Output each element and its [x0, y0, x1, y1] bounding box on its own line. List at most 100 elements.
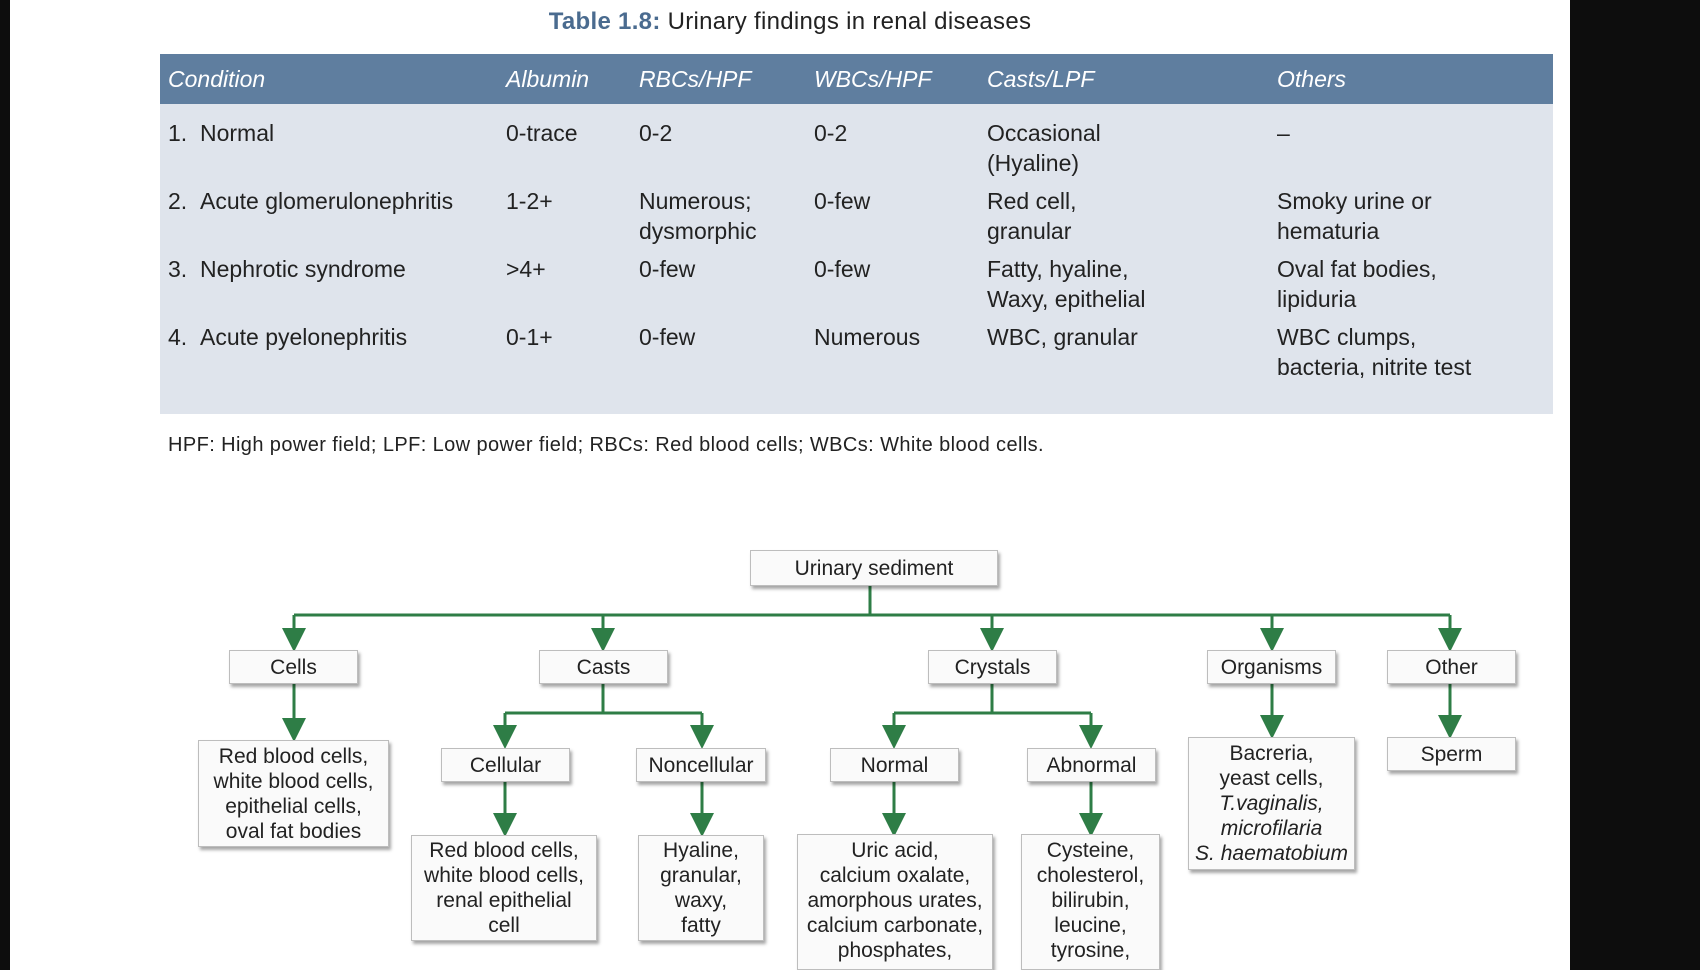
leaf-line: granular, — [660, 864, 742, 887]
node-label: Cells — [270, 655, 317, 679]
node-label: Casts — [576, 655, 631, 679]
leaf-cells: Red blood cells, white blood cells, epit… — [198, 740, 389, 847]
node-other: Other — [1387, 650, 1516, 684]
condition-name: Nephrotic syndrome — [200, 256, 406, 282]
table-header-row: Condition Albumin RBCs/HPF WBCs/HPF Cast… — [160, 54, 1553, 104]
header-condition: Condition — [160, 54, 498, 104]
node-urinary-sediment: Urinary sediment — [750, 550, 998, 586]
table-caption: Table 1.8: Urinary findings in renal dis… — [0, 8, 1580, 36]
leaf-normal-crystals: Uric acid, calcium oxalate, amorphous ur… — [797, 834, 993, 970]
left-frame-bar — [0, 0, 10, 970]
cell-others: WBC clumps, bacteria, nitrite test — [1269, 318, 1553, 386]
table-footnote: HPF: High power field; LPF: Low power fi… — [168, 434, 1045, 456]
table-caption-title: Urinary findings in renal diseases — [667, 8, 1032, 35]
leaf-line: microfilaria — [1220, 817, 1323, 840]
leaf-noncellular: Hyaline, granular, waxy, fatty — [638, 835, 764, 941]
header-casts: Casts/LPF — [979, 54, 1269, 104]
leaf-organisms: Bacreria, yeast cells, T.vaginalis, micr… — [1188, 737, 1355, 870]
leaf-line: calcium carbonate, — [806, 914, 984, 937]
table-row: 2.Acute glomerulonephritis 1-2+ Numerous… — [160, 182, 1553, 250]
leaf-line: Hyaline, — [663, 839, 739, 862]
cell-rbcs: 0-2 — [639, 120, 673, 146]
cell-condition: 1. Normal — [160, 104, 498, 182]
header-wbcs: WBCs/HPF — [806, 54, 979, 104]
condition-name: Normal — [200, 120, 275, 146]
cell-wbcs: 0-2 — [814, 120, 848, 146]
node-noncellular: Noncellular — [636, 748, 766, 782]
header-others: Others — [1269, 54, 1553, 104]
table-row: 4.Acute pyelonephritis 0-1+ 0-few Numero… — [160, 318, 1553, 386]
leaf-line: bilirubin, — [1051, 889, 1130, 912]
casts-line: Waxy, epithelial — [987, 286, 1146, 312]
leaf-line: Uric acid, — [851, 839, 939, 862]
node-label: Normal — [860, 753, 929, 777]
condition-name: Acute glomerulonephritis — [200, 188, 454, 214]
leaf-line: white blood cells, — [424, 864, 584, 887]
leaf-line: epithelial cells, — [225, 794, 362, 818]
leaf-line: phosphates, — [837, 939, 953, 962]
cell-wbcs: Numerous — [814, 324, 921, 350]
node-label: Crystals — [954, 655, 1031, 679]
cell-wbcs: 0-few — [814, 188, 871, 214]
header-rbcs: RBCs/HPF — [631, 54, 806, 104]
others-line: Smoky urine or — [1277, 188, 1432, 214]
leaf-line: oval fat bodies — [225, 819, 362, 843]
cell-wbcs: 0-few — [814, 256, 871, 282]
node-normal: Normal — [830, 748, 959, 782]
node-label: Cellular — [469, 753, 542, 777]
others-line: hematuria — [1277, 218, 1380, 244]
leaf-line: Sperm — [1420, 742, 1483, 766]
leaf-line: amorphous urates, — [807, 889, 983, 912]
casts-line: (Hyaline) — [987, 150, 1080, 176]
row-number: 4. — [168, 324, 188, 350]
cell-albumin: 1-2+ — [506, 188, 553, 214]
node-crystals: Crystals — [928, 650, 1057, 684]
others-line: Oval fat bodies, — [1277, 256, 1437, 282]
leaf-line: leucine, — [1054, 914, 1127, 937]
cell-condition: 4.Acute pyelonephritis — [160, 318, 498, 386]
node-abnormal: Abnormal — [1027, 748, 1156, 782]
others-line: lipiduria — [1277, 286, 1357, 312]
cell-rbcs: 0-few — [639, 324, 696, 350]
cell-rbcs: 0-few — [639, 256, 696, 282]
header-albumin: Albumin — [498, 54, 631, 104]
others-line: WBC clumps, — [1277, 324, 1417, 350]
row-number: 2. — [168, 188, 188, 214]
leaf-abnormal-crystals: Cysteine, cholesterol, bilirubin, leucin… — [1021, 834, 1160, 970]
cell-casts: WBC, granular — [987, 324, 1138, 350]
leaf-line: cell — [488, 914, 520, 937]
casts-line: Fatty, hyaline, — [987, 256, 1129, 282]
leaf-line: Bacreria, — [1229, 742, 1314, 765]
node-cells: Cells — [229, 650, 358, 684]
cell-casts: Fatty, hyaline, Waxy, epithelial — [979, 250, 1269, 318]
node-label: Organisms — [1220, 655, 1323, 679]
node-label: Noncellular — [648, 753, 754, 777]
table-row: 1.Normal 0-trace 0-2 0-2 Occasional(Hyal… — [160, 104, 1553, 182]
table-caption-label: Table 1.8: — [548, 8, 661, 35]
cell-condition: 2. Acute glomerulonephritis — [160, 182, 498, 250]
casts-line: Red cell, — [987, 188, 1077, 214]
leaf-line: Cysteine, — [1046, 839, 1135, 862]
cell-albumin: 0-1+ — [506, 324, 553, 350]
node-casts: Casts — [539, 650, 668, 684]
leaf-line: T.vaginalis, — [1219, 792, 1324, 815]
leaf-line: renal epithelial — [436, 889, 572, 912]
row-number: 3. — [168, 256, 188, 282]
leaf-line: Red blood cells, — [218, 744, 369, 768]
findings-table: Condition Albumin RBCs/HPF WBCs/HPF Cast… — [160, 54, 1553, 414]
casts-line: granular — [987, 218, 1072, 244]
cell-others: Oval fat bodies, lipiduria — [1269, 250, 1553, 318]
cell-condition: 3. Nephrotic syndrome — [160, 250, 498, 318]
leaf-line: yeast cells, — [1219, 767, 1324, 790]
node-label: Other — [1425, 655, 1478, 679]
leaf-cellular: Red blood cells, white blood cells, rena… — [411, 835, 597, 941]
row-number: 1. — [168, 120, 188, 146]
leaf-other: Sperm — [1387, 737, 1516, 771]
table-row: 3.Nephrotic syndrome >4+ 0-few 0-few Fat… — [160, 250, 1553, 318]
leaf-line: tyrosine, — [1050, 939, 1131, 962]
right-frame-bar — [1570, 0, 1700, 970]
leaf-line: Red blood cells, — [429, 839, 579, 862]
others-line: bacteria, nitrite test — [1277, 354, 1472, 380]
leaf-line: S. haematobium — [1195, 842, 1348, 865]
